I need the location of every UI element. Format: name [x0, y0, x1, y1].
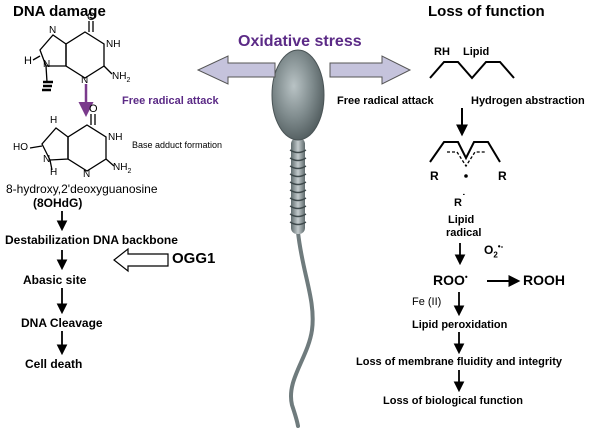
sperm-head — [271, 49, 325, 141]
base-adduct-label: Base adduct formation — [132, 140, 223, 150]
r-right-label: R — [498, 169, 507, 183]
dna-step-abasic: Abasic site — [23, 273, 87, 287]
dna-step-cell-death: Cell death — [25, 357, 83, 371]
oxidative-stress-title: Oxidative stress — [238, 33, 362, 50]
roo-label: ROO• — [433, 272, 468, 288]
radical-r-label: R˙ — [454, 193, 466, 209]
adduct-atom-n1: N — [43, 154, 51, 165]
lipid-radical-label-line1: Lipid — [448, 214, 475, 226]
lipid-chain-radical — [429, 141, 501, 163]
guanine-atom-o: O — [87, 11, 96, 23]
adduct-atom-h1: H — [50, 115, 58, 126]
lipid-attack-label: Free radical attack — [337, 95, 434, 107]
dna-attack-label: Free radical attack — [122, 95, 219, 107]
lipid-step-membrane: Loss of membrane fluidity and integrity — [356, 356, 562, 368]
lipid-step-peroxidation: Lipid peroxidation — [412, 319, 508, 331]
guanine-atom-n2: N — [43, 59, 51, 70]
guanine-atom-n1: N — [49, 25, 57, 36]
sperm-tail — [288, 230, 315, 428]
r-left-label: R — [430, 169, 439, 183]
guanine-atom-h: H — [24, 55, 32, 67]
adduct-atom-o: O — [89, 103, 98, 115]
rooh-label: ROOH — [523, 272, 565, 288]
guanine-atom-nh2: NH2 — [112, 71, 131, 85]
left-block-arrow — [196, 55, 276, 85]
ogg1-arrow — [113, 247, 169, 273]
product-abbr: (8OHdG) — [33, 196, 83, 210]
product-name: 8-hydroxy,2'deoxyguanosine — [6, 182, 158, 196]
guanine-atom-nh: NH — [106, 39, 121, 50]
lipid-chain-top — [429, 61, 515, 80]
adduct-atom-nh2: NH2 — [113, 162, 132, 176]
dna-step-destabilization: Destabilization DNA backbone — [5, 233, 178, 247]
adduct-atom-nh: NH — [108, 132, 123, 143]
guanine-structure — [32, 21, 113, 92]
adduct-atom-h2: H — [50, 167, 58, 178]
loss-of-function-title: Loss of function — [428, 3, 545, 20]
adduct-atom-n2: N — [83, 169, 91, 180]
iron-label: Fe (II) — [412, 296, 442, 308]
lipid-step-biological: Loss of biological function — [383, 395, 523, 407]
lipid-label: Lipid — [463, 46, 490, 58]
sperm-cell — [271, 49, 325, 428]
superoxide-label: O2•- — [484, 242, 504, 260]
dna-damage-title: DNA damage — [13, 3, 106, 20]
hydrogen-abstraction-label: Hydrogen abstraction — [471, 95, 585, 107]
adduct-atom-ho: HO — [13, 142, 28, 153]
guanine-atom-n3: N — [81, 75, 89, 86]
sperm-midpiece — [291, 138, 305, 234]
lipid-radical-label-line2: radical — [446, 227, 482, 239]
sperm-midpiece-coils — [289, 149, 307, 226]
rh-label: RH — [434, 46, 450, 58]
ohdg-structure — [29, 114, 115, 172]
ogg1-label: OGG1 — [172, 250, 216, 267]
right-block-arrow — [329, 55, 412, 85]
dna-step-cleavage: DNA Cleavage — [21, 316, 103, 330]
